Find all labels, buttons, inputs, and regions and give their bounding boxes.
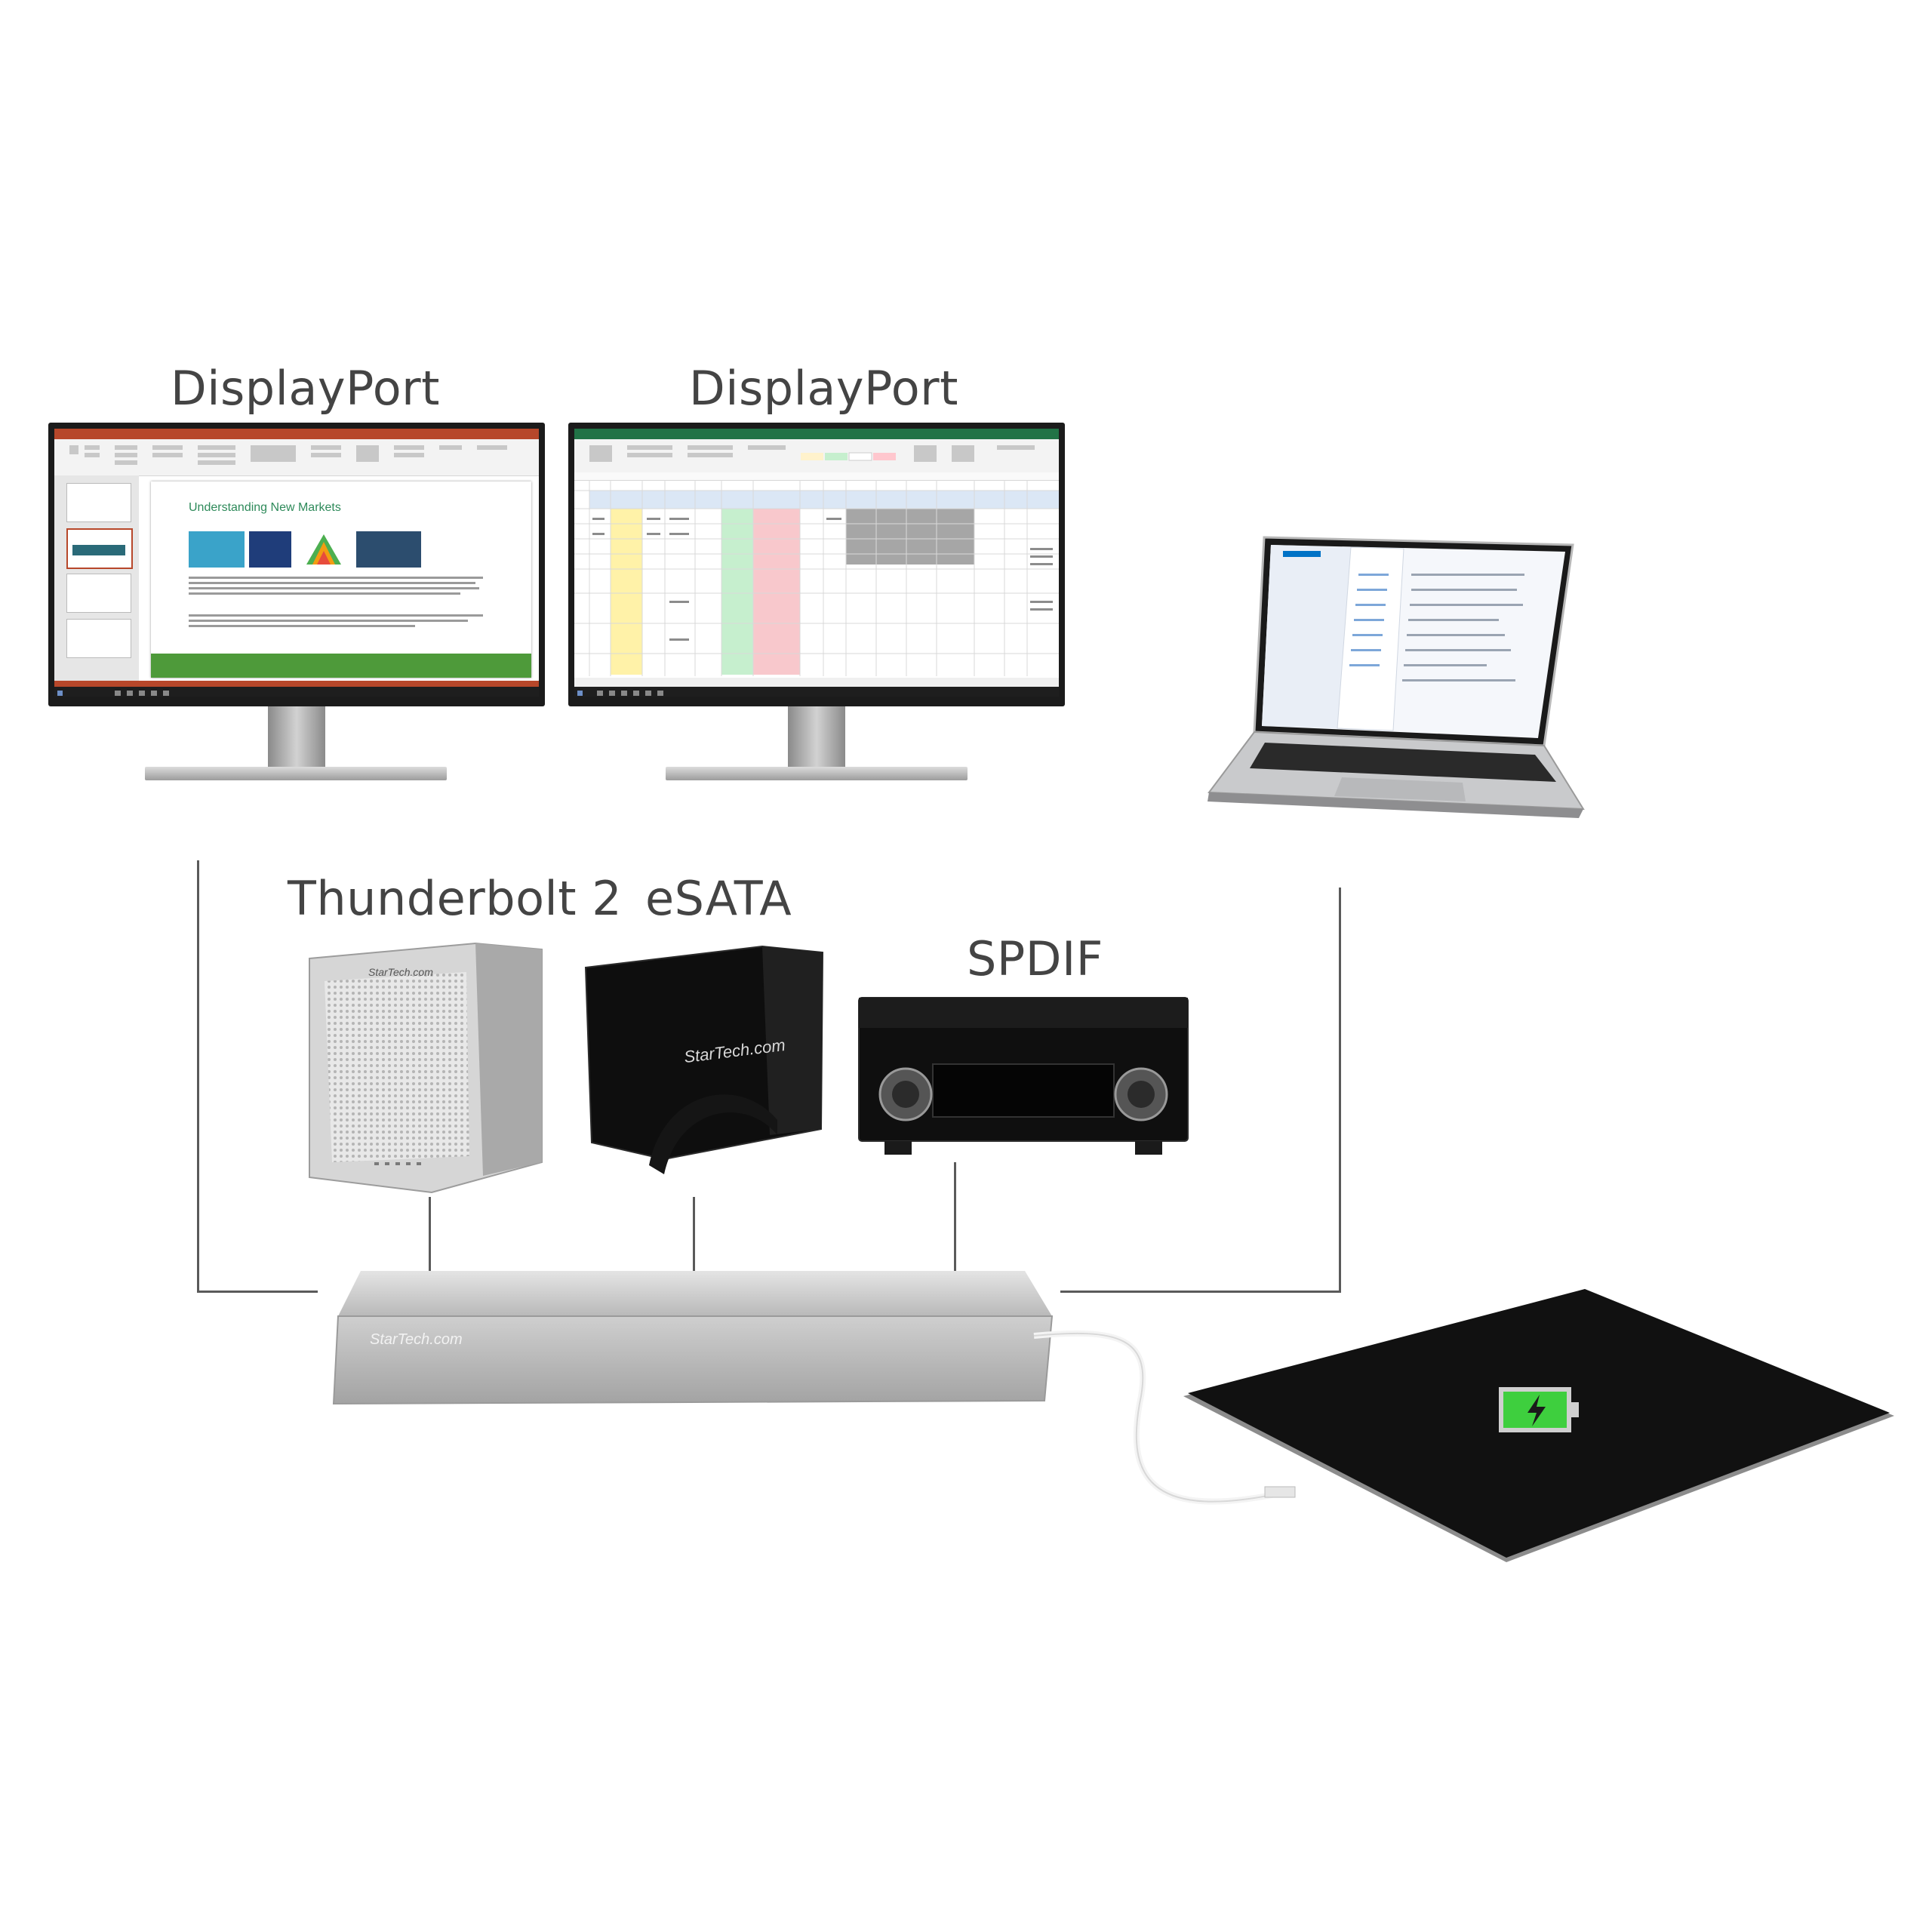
excel-gray-block (846, 509, 974, 565)
monitor-right-neck (788, 706, 845, 770)
thunderbolt-enclosure (309, 942, 543, 1194)
excel-style-buttons (589, 445, 1035, 462)
ppt-ribbon-buttons (69, 445, 507, 465)
line-spdif-drop (954, 1162, 956, 1294)
battery-charging-icon (1499, 1387, 1579, 1432)
monitor-right-base (666, 767, 968, 780)
dock-station (332, 1271, 1054, 1405)
excel-sheet-tabs (574, 678, 1059, 687)
excel-column-green (721, 509, 753, 675)
thunderbolt-brand-label: StarTech.com (368, 966, 433, 978)
ppt-status-bar (54, 681, 539, 687)
slide-image-2 (249, 531, 291, 568)
line-right-horizontal (1060, 1291, 1341, 1293)
excel-formula-bar (574, 472, 1059, 481)
line-left-horizontal (197, 1291, 318, 1293)
monitor-left-base (145, 767, 447, 780)
ppt-thumbnail-3 (66, 574, 131, 613)
slide-title: Understanding New Markets (189, 501, 341, 514)
slide-body-text (189, 577, 483, 627)
excel-column-yellow (611, 509, 642, 675)
dock-brand-label: StarTech.com (370, 1331, 463, 1348)
ppt-slide-canvas: Understanding New Markets (151, 481, 531, 678)
laptop (1208, 536, 1585, 818)
line-esata-drop (693, 1197, 695, 1294)
ppt-thumbnail-4 (66, 619, 131, 658)
monitor-left-screen: Understanding New Markets (54, 429, 539, 697)
ppt-title-bar (54, 429, 539, 439)
ppt-thumbnail-2 (66, 528, 133, 569)
monitor-right-screen (574, 429, 1059, 697)
label-displayport-right: DisplayPort (689, 361, 958, 416)
label-thunderbolt-2: Thunderbolt 2 (288, 871, 623, 926)
line-tb2-drop (429, 1197, 431, 1294)
excel-header-row (589, 491, 1059, 509)
taskbar-right (574, 687, 1059, 697)
excel-title-bar (574, 429, 1059, 439)
label-displayport-left: DisplayPort (171, 361, 440, 416)
label-esata: eSATA (645, 871, 792, 926)
label-spdif: SPDIF (967, 931, 1103, 986)
monitor-left-neck (268, 706, 325, 770)
line-left-vertical (197, 860, 199, 1293)
excel-grid (574, 480, 1059, 676)
ppt-thumbnail-1 (66, 483, 131, 522)
esata-enclosure (584, 945, 824, 1174)
slide-image-1 (189, 531, 245, 568)
slide-image-3 (296, 531, 352, 568)
slide-footer-band (151, 654, 531, 678)
taskbar-left (54, 687, 539, 697)
slide-image-4 (356, 531, 421, 568)
usb-cable (1033, 1330, 1296, 1505)
spdif-receiver (858, 997, 1189, 1155)
excel-column-red (753, 509, 800, 675)
line-right-vertical (1339, 888, 1341, 1293)
